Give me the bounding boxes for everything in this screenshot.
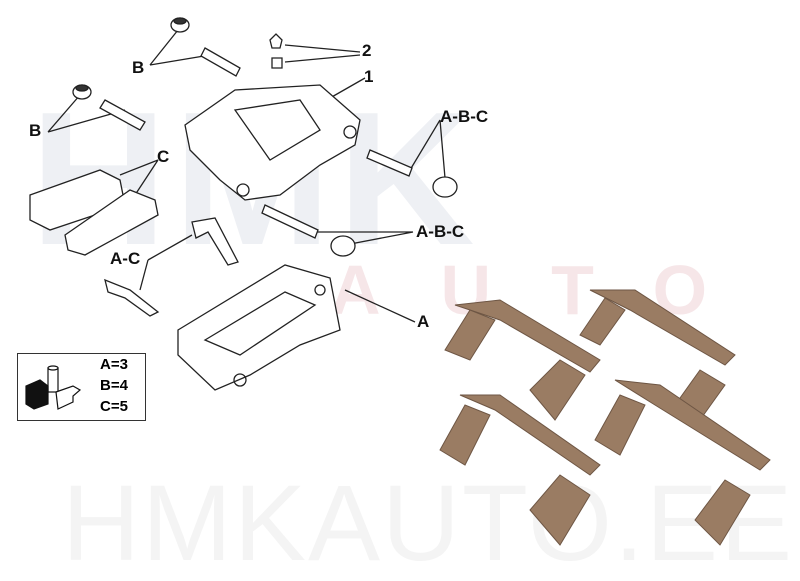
- watermark-site: HMKAUTO.EE: [62, 462, 795, 581]
- anti-rattle-springs: [104, 217, 239, 317]
- callout-b-lower: B: [29, 121, 42, 140]
- callout-2: 2: [362, 41, 372, 60]
- legend-line: B=4: [100, 377, 128, 394]
- caliper-carrier: [177, 264, 341, 391]
- clip-kit-photo: [439, 289, 771, 546]
- package-quantity-icon: [25, 365, 82, 410]
- bushings-and-pins: [72, 17, 458, 257]
- clip: [439, 394, 601, 546]
- callout-a: A: [417, 312, 430, 331]
- leader-lines: [47, 29, 446, 323]
- callout-abc-lower: A-B-C: [416, 222, 465, 241]
- caliper-body: [184, 84, 361, 201]
- callout-1: 1: [364, 67, 374, 86]
- callout-ac: A-C: [110, 249, 141, 268]
- clip: [594, 379, 771, 546]
- clip: [444, 299, 601, 421]
- brake-pads: [29, 169, 159, 256]
- quantity-legend: A=3 B=4 C=5: [17, 353, 146, 421]
- callout-c: C: [157, 147, 170, 166]
- legend-line: A=3: [100, 356, 128, 373]
- callout-abc-upper: A-B-C: [440, 107, 489, 126]
- legend-line: C=5: [100, 398, 128, 415]
- callout-b-upper: B: [132, 58, 145, 77]
